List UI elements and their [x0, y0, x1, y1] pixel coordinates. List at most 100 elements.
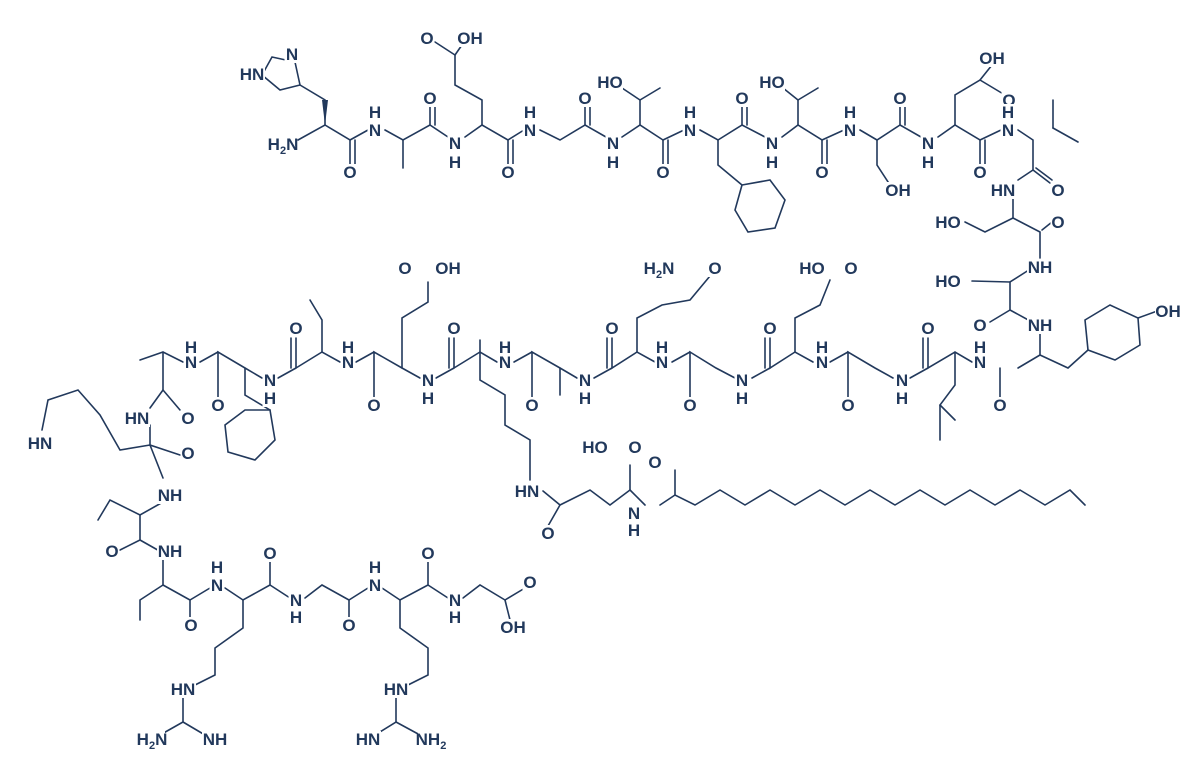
atom-label: OH: [500, 618, 526, 637]
atom-label: O: [993, 396, 1006, 415]
atom-label: O: [525, 396, 538, 415]
atom-label: N: [369, 576, 381, 595]
atom-label: N: [449, 134, 461, 153]
atom-label: O: [398, 259, 411, 278]
atom-label: N: [286, 45, 298, 64]
atom-label: N: [211, 576, 223, 595]
atom-label: N: [422, 371, 434, 390]
atom-label: N: [816, 353, 828, 372]
atom-label: N: [264, 371, 276, 390]
atom-label: H: [499, 338, 511, 357]
atom-label: NH2: [416, 730, 447, 752]
atom-label: HO: [799, 259, 825, 278]
atom-label: N: [656, 353, 668, 372]
atom-label: HN: [240, 65, 265, 84]
atom-label: O: [648, 453, 661, 472]
atom-label: NH: [203, 730, 228, 749]
atom-label: O: [763, 319, 776, 338]
atom-label: O: [184, 616, 197, 635]
atom-label: HN: [515, 482, 540, 501]
atom-label: N: [896, 371, 908, 390]
atom-label: H: [736, 389, 748, 408]
atom-label: O: [423, 89, 436, 108]
atom-label: HN: [356, 730, 381, 749]
atom-label: H: [844, 103, 856, 122]
atom-label: O: [263, 544, 276, 563]
atom-label: O: [211, 396, 224, 415]
atom-label: N: [499, 353, 511, 372]
atom-label: O: [181, 444, 194, 463]
atom-label: H: [422, 389, 434, 408]
atom-label: O: [844, 259, 857, 278]
atom-label: H: [628, 521, 640, 540]
atom-label: H: [974, 338, 986, 357]
atom-label: O: [105, 542, 118, 561]
atom-label: OH: [435, 259, 461, 278]
atom-label: N: [684, 121, 696, 140]
atom-label: O: [708, 259, 721, 278]
atom-label: O: [921, 319, 934, 338]
atom-label: O: [1051, 181, 1064, 200]
atom-label: O: [815, 163, 828, 182]
atom-label: H: [607, 153, 619, 172]
atom-label: H2N: [644, 259, 675, 281]
atom-label: N: [974, 353, 986, 372]
atom-label: O: [973, 163, 986, 182]
atom-label: H: [524, 103, 536, 122]
atom-label: HN: [125, 409, 150, 428]
atom-label: OH: [1155, 302, 1181, 321]
atom-label: H: [264, 389, 276, 408]
atom-label: O: [973, 316, 986, 335]
atom-label: N: [524, 121, 536, 140]
atom-label: N: [922, 134, 934, 153]
atom-label: O: [735, 89, 748, 108]
atom-label: O: [841, 396, 854, 415]
atom-label: O: [893, 89, 906, 108]
atom-label: HO: [759, 73, 785, 92]
atom-label: H: [369, 558, 381, 577]
atom-label: H: [342, 338, 354, 357]
atom-label: HO: [935, 272, 961, 291]
atom-label: N: [579, 371, 591, 390]
atom-label: N: [844, 121, 856, 140]
atom-label: HN: [171, 680, 196, 699]
atom-label: HO: [582, 438, 608, 457]
atom-label: O: [683, 396, 696, 415]
atom-label: N: [1002, 121, 1014, 140]
atom-label: OH: [885, 181, 911, 200]
atom-label: N: [342, 353, 354, 372]
atom-label: H: [449, 153, 461, 172]
atom-label: O: [343, 163, 356, 182]
atom-label: O: [523, 573, 536, 592]
atom-label: H2N: [268, 135, 299, 157]
atom-label: H: [656, 338, 668, 357]
atom-label: HO: [935, 213, 961, 232]
atom-label: O: [628, 438, 641, 457]
atom-label: HO: [597, 73, 623, 92]
atom-label: H: [816, 338, 828, 357]
atom-label: O: [605, 319, 618, 338]
atom-label: O: [420, 29, 433, 48]
atom-label: O: [1051, 213, 1064, 232]
atom-label: HN: [991, 181, 1016, 200]
atom-label: O: [541, 524, 554, 543]
atom-label: N: [628, 504, 640, 523]
atom-label: NH: [158, 542, 183, 561]
atom-label: H: [211, 558, 223, 577]
atom-label: N: [290, 591, 302, 610]
atom-label: O: [367, 396, 380, 415]
atom-label: O: [578, 89, 591, 108]
atom-label: H: [185, 338, 197, 357]
atom-label: H: [579, 389, 591, 408]
atom-label: H: [369, 103, 381, 122]
atom-label: O: [501, 163, 514, 182]
atom-label: NH: [1028, 258, 1053, 277]
atom-label: HN: [384, 680, 409, 699]
bond-lines: [41, 41, 1161, 736]
atom-label: NH: [1028, 316, 1053, 335]
atom-label: H: [896, 389, 908, 408]
atom-label: H: [290, 608, 302, 627]
atom-label: H2N: [137, 730, 168, 752]
